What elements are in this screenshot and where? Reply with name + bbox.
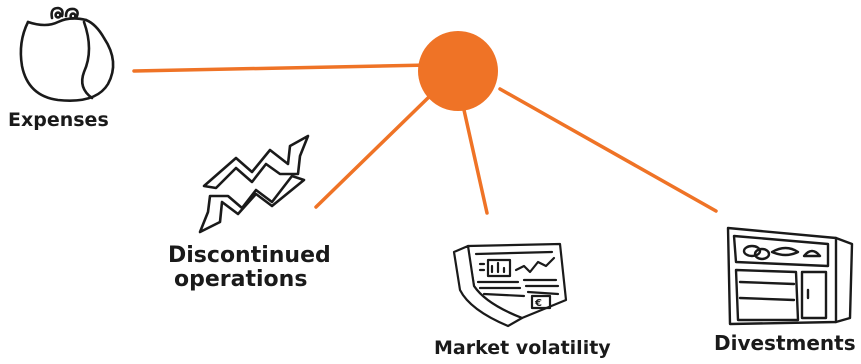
node-label-discontinued-operations: Discontinued operations [168,243,331,293]
node-label-discontinued-line1: Discontinued [168,243,331,268]
node-label-discontinued-line2: operations [174,267,308,293]
hub-circle [418,31,498,111]
newspaper-icon: € [452,242,568,328]
svg-text:€: € [534,298,542,309]
purse-icon [19,6,115,102]
zigzag-arrows-icon [198,134,310,234]
connector-lines [132,63,718,215]
node-label-market-volatility: Market volatility [434,337,611,359]
connector-expenses [132,63,432,73]
connector-market [462,108,489,215]
shopfront-icon [726,226,854,326]
node-label-divestments: Divestments [714,331,856,355]
node-label-expenses: Expenses [8,109,109,131]
connector-discontinued [314,93,433,209]
connector-divestments [498,87,718,213]
